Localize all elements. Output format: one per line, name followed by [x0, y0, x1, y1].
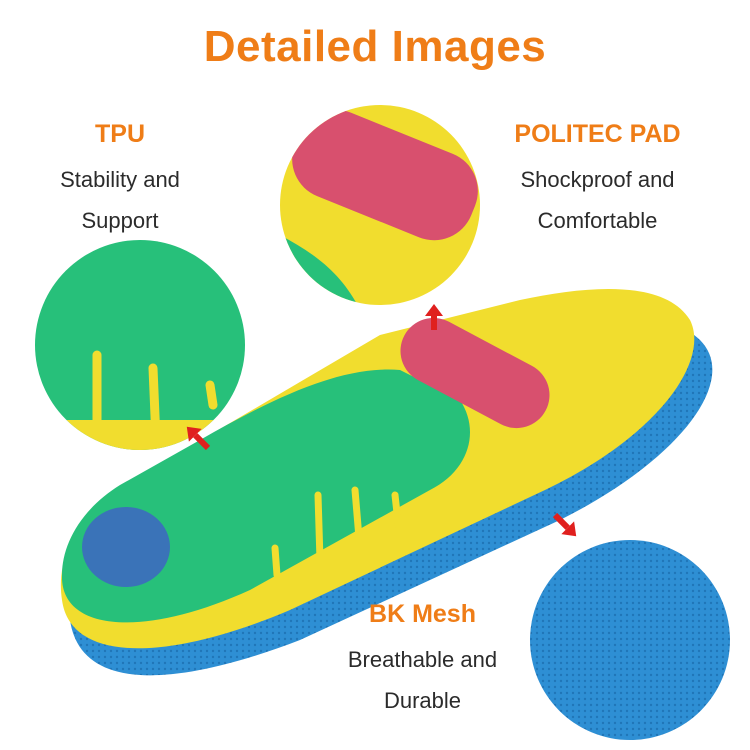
arrow-up-icon — [425, 304, 443, 330]
tpu-detail-circle — [35, 240, 245, 450]
feature-tpu-line-2: Support — [81, 208, 159, 233]
feature-pad-name: POLITEC PAD — [514, 120, 681, 148]
feature-pad-line-2: Comfortable — [537, 208, 658, 233]
pad-detail-circle — [280, 105, 480, 305]
heel-disc — [82, 507, 170, 587]
feature-tpu: TPU Stability and Support — [40, 120, 200, 241]
feature-pad-line-1: Shockproof and — [520, 167, 675, 192]
arrow-up-left-icon — [186, 426, 211, 451]
feature-mesh-name: BK Mesh — [369, 600, 476, 628]
feature-bk-mesh: BK Mesh Breathable and Durable — [320, 600, 525, 721]
mesh-detail-circle — [530, 540, 730, 740]
feature-tpu-line-1: Stability and — [60, 167, 180, 192]
forefoot-pad — [400, 317, 550, 429]
feature-politec-pad: POLITEC PAD Shockproof and Comfortable — [485, 120, 710, 241]
feature-tpu-name: TPU — [95, 120, 145, 148]
feature-mesh-line-1: Breathable and — [347, 647, 498, 672]
page-title: Detailed Images — [203, 22, 547, 71]
feature-mesh-line-2: Durable — [383, 688, 462, 713]
insole-arch-slots — [271, 486, 404, 579]
arrow-down-right-icon — [552, 512, 577, 537]
